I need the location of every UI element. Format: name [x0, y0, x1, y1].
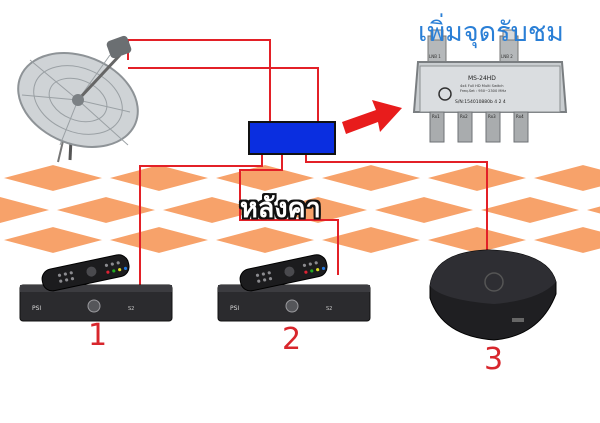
switch-output-label: Rx1 [432, 114, 440, 119]
switch-output-label: Rx4 [516, 114, 524, 119]
roof-tile [314, 162, 428, 194]
arrow-right-icon [342, 100, 402, 134]
page-title: เพิ่มจุดรับชม [418, 17, 564, 48]
cable-rx2 [239, 154, 339, 275]
roof-tile [579, 204, 600, 216]
switch-output-label: Rx2 [460, 114, 468, 119]
receiver-brand: PSI [32, 305, 41, 312]
roof-tile [102, 224, 216, 256]
switch-model: MS-24HD [468, 75, 496, 82]
receiver-number-1: 1 [88, 318, 108, 353]
receiver-2: PSI S2 [217, 254, 371, 322]
switch-input-left: LNB 1 [429, 54, 441, 59]
receiver-number-2: 2 [282, 322, 302, 357]
splitter-box [248, 121, 336, 155]
roof-tile [208, 224, 322, 256]
cable-lnb1 [127, 39, 271, 122]
receiver-brand: PSI [230, 305, 239, 312]
roof-tile [420, 224, 534, 256]
roof-tile [102, 162, 216, 194]
roof-tile [367, 194, 481, 226]
roof-tile [0, 194, 57, 226]
remote-control-icon [239, 254, 328, 292]
switch-input-right: LNB 2 [501, 54, 513, 59]
receiver-model: S2 [326, 306, 332, 312]
roof-tile [473, 194, 587, 226]
roof-tile [526, 162, 600, 194]
roof-tile [420, 162, 534, 194]
roof-tile [526, 224, 600, 256]
satellite-dish-icon [17, 35, 139, 163]
roof-tile [0, 224, 110, 256]
switch-serial: S/N:154010880b 4 2 4 [455, 99, 506, 105]
switch-spec: Freq.Set : 950~2300 MHz [460, 89, 506, 93]
multiswitch-device: MS-24HD 4x4 Full HD Multi Switch Freq.Se… [412, 29, 568, 143]
roof-tile [314, 224, 428, 256]
switch-subtitle: 4x4 Full HD Multi Switch [460, 84, 504, 88]
cable-rx3 [305, 154, 488, 252]
receiver-3 [429, 249, 557, 341]
switch-output-label: Rx3 [488, 114, 496, 119]
receiver-model: S2 [128, 306, 134, 312]
roof-tile [0, 162, 110, 194]
cable-rx1 [139, 154, 263, 285]
roof-tile [49, 194, 163, 226]
remote-control-icon [41, 254, 130, 292]
cable-lnb2 [128, 67, 319, 122]
roof-label: หลังคา [240, 193, 321, 224]
roof-pattern [0, 162, 600, 256]
receiver-1: PSI S2 [19, 254, 173, 322]
receiver-number-3: 3 [484, 342, 504, 377]
